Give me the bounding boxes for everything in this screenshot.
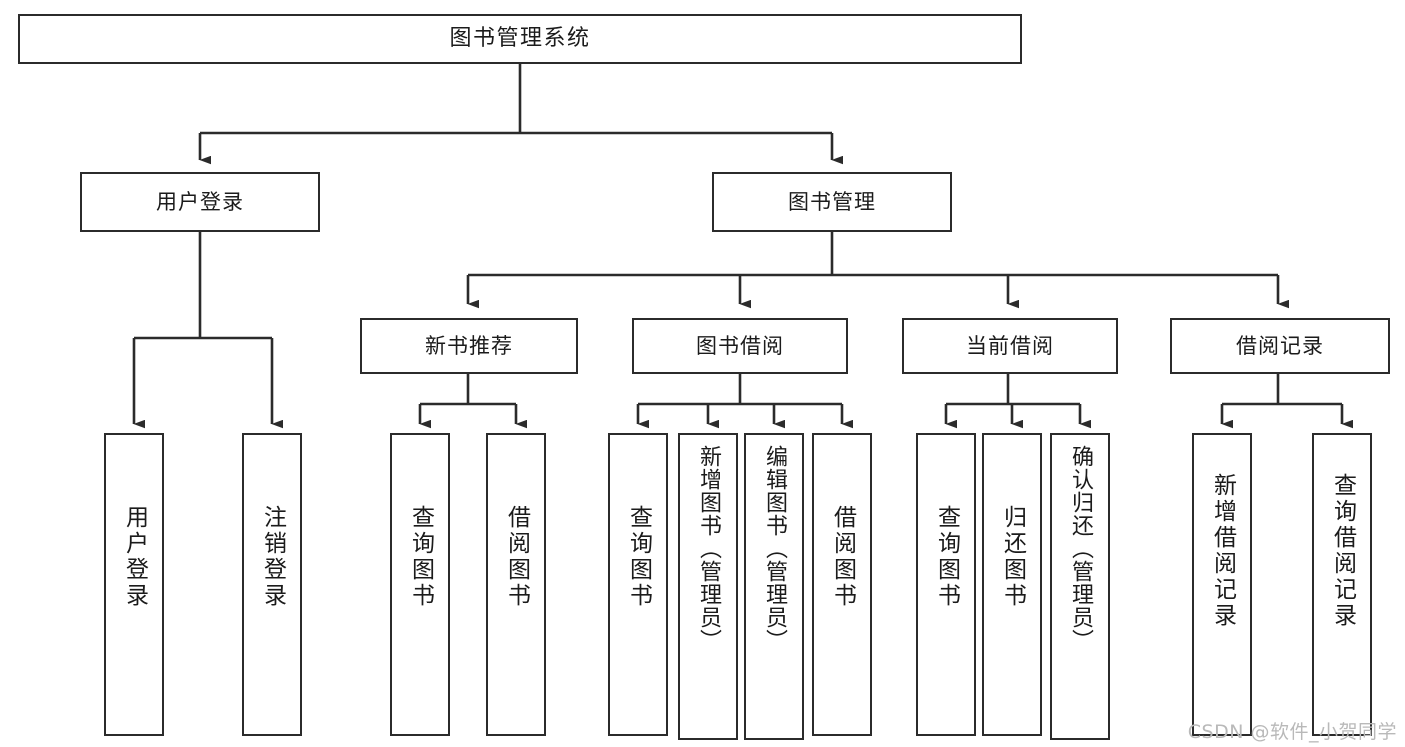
leaf-borrow-book-1-label: 借阅图书 (503, 505, 530, 609)
node-book-borrow-label: 图书借阅 (696, 333, 784, 358)
leaf-add-record[interactable]: 新增借阅记录 (1192, 433, 1252, 736)
leaf-add-book[interactable]: 新增图书（管理员） (678, 433, 738, 740)
leaf-edit-book-label: 编辑图书（管理员） (762, 445, 787, 652)
leaf-user-login[interactable]: 用户登录 (104, 433, 164, 736)
node-book-manage-label: 图书管理 (788, 189, 876, 214)
leaf-query-record-label: 查询借阅记录 (1329, 473, 1356, 629)
leaf-borrow-book-2-label: 借阅图书 (829, 505, 856, 609)
node-book-manage[interactable]: 图书管理 (712, 172, 952, 232)
node-user-login[interactable]: 用户登录 (80, 172, 320, 232)
leaf-add-book-label: 新增图书（管理员） (696, 445, 721, 652)
node-root-label: 图书管理系统 (449, 26, 591, 52)
leaf-query-book-1-label: 查询图书 (407, 505, 434, 609)
leaf-confirm-return[interactable]: 确认归还（管理员） (1050, 433, 1110, 740)
leaf-logout-login[interactable]: 注销登录 (242, 433, 302, 736)
node-current-borrow-label: 当前借阅 (966, 333, 1054, 358)
node-new-book-recommend-label: 新书推荐 (425, 333, 513, 358)
leaf-return-book-label: 归还图书 (999, 505, 1026, 609)
leaf-borrow-book-2[interactable]: 借阅图书 (812, 433, 872, 736)
leaf-user-login-label: 用户登录 (121, 505, 148, 609)
leaf-edit-book[interactable]: 编辑图书（管理员） (744, 433, 804, 740)
node-book-borrow[interactable]: 图书借阅 (632, 318, 848, 374)
leaf-borrow-book-1[interactable]: 借阅图书 (486, 433, 546, 736)
leaf-add-record-label: 新增借阅记录 (1209, 473, 1236, 629)
node-borrow-record-label: 借阅记录 (1236, 333, 1324, 358)
leaf-query-book-3[interactable]: 查询图书 (916, 433, 976, 736)
node-borrow-record[interactable]: 借阅记录 (1170, 318, 1390, 374)
leaf-query-book-2-label: 查询图书 (625, 505, 652, 609)
node-new-book-recommend[interactable]: 新书推荐 (360, 318, 578, 374)
leaf-logout-login-label: 注销登录 (259, 505, 286, 609)
leaf-return-book[interactable]: 归还图书 (982, 433, 1042, 736)
leaf-query-book-3-label: 查询图书 (933, 505, 960, 609)
leaf-query-book-2[interactable]: 查询图书 (608, 433, 668, 736)
leaf-confirm-return-label: 确认归还（管理员） (1068, 445, 1093, 652)
node-root-system[interactable]: 图书管理系统 (18, 14, 1022, 64)
node-current-borrow[interactable]: 当前借阅 (902, 318, 1118, 374)
leaf-query-book-1[interactable]: 查询图书 (390, 433, 450, 736)
leaf-query-record[interactable]: 查询借阅记录 (1312, 433, 1372, 736)
node-user-login-label: 用户登录 (156, 189, 244, 214)
csdn-watermark: CSDN @软件_小贺同学 (1187, 721, 1397, 743)
